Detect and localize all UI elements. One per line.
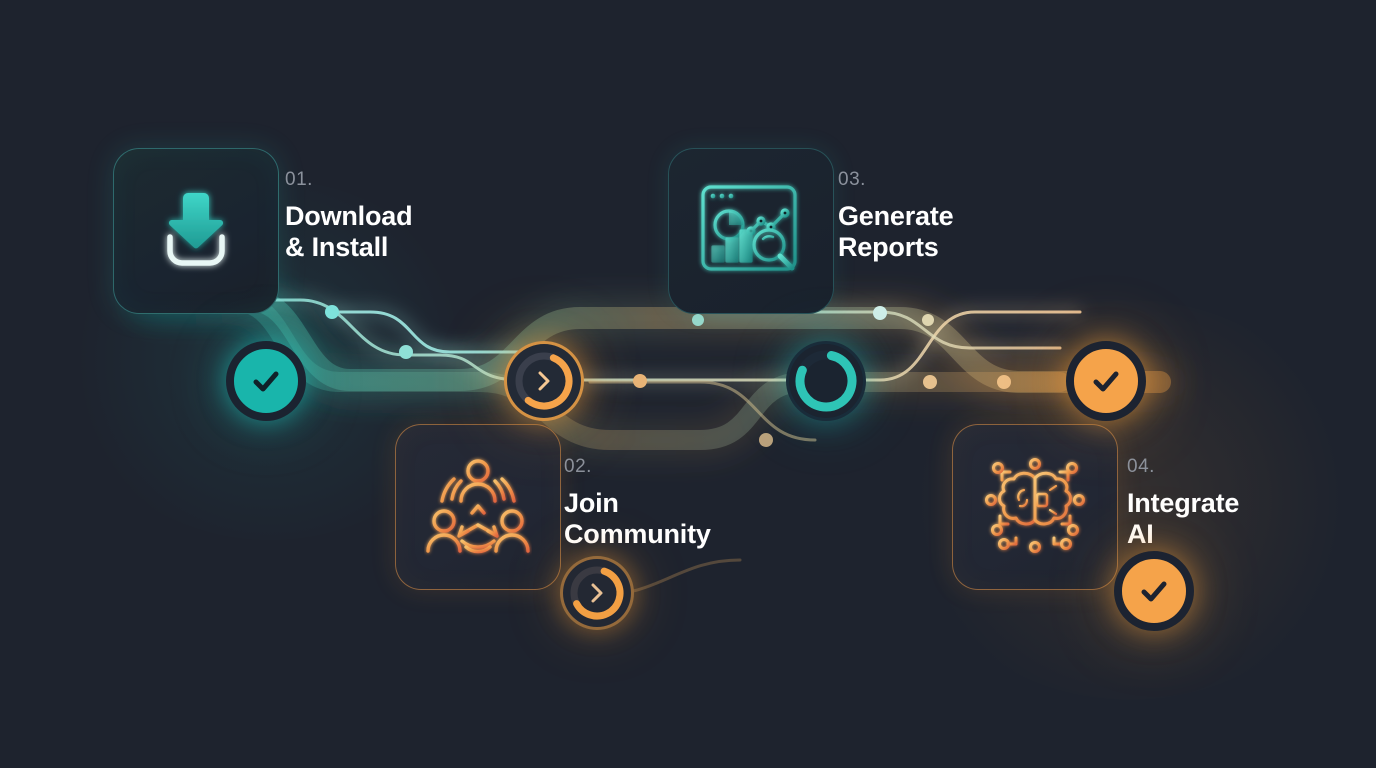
check-icon <box>1093 371 1119 392</box>
step-title-3: Generate Reports <box>838 201 954 263</box>
check-icon <box>1141 581 1167 602</box>
step-title-1: Download & Install <box>285 201 413 263</box>
step-card-integrate-ai[interactable] <box>952 424 1118 590</box>
step-title-4: Integrate AI <box>1127 488 1240 550</box>
progress-ring-icon <box>515 352 573 410</box>
node-complete-1[interactable] <box>226 341 306 421</box>
node-complete-3[interactable] <box>1114 551 1194 631</box>
check-icon <box>253 371 279 392</box>
step-label-1: 01. Download & Install <box>285 169 413 264</box>
step-card-generate-reports[interactable] <box>668 148 834 314</box>
analytics-dashboard-icon <box>701 185 797 271</box>
path-dot <box>922 314 934 326</box>
download-icon <box>167 193 225 266</box>
path-dot <box>997 375 1011 389</box>
path-dot <box>399 345 413 359</box>
step-number-4: 04. <box>1127 456 1155 477</box>
community-network-icon <box>426 459 530 554</box>
step-number-3: 03. <box>838 169 866 190</box>
path-dot <box>692 314 704 326</box>
chevron-right-icon <box>591 583 603 603</box>
chevron-right-icon <box>538 371 550 391</box>
step-label-3: 03. Generate Reports <box>838 169 954 264</box>
step-title-2: Join Community <box>564 488 711 550</box>
progress-ring-icon <box>795 350 857 412</box>
node-progress-2[interactable] <box>786 341 866 421</box>
step-card-download-install[interactable] <box>113 148 279 314</box>
step-label-4: 04. Integrate AI <box>1127 457 1239 551</box>
node-progress-1[interactable] <box>504 341 584 421</box>
path-dot <box>873 306 887 320</box>
progress-ring-icon <box>570 566 624 620</box>
step-number-1: 01. <box>285 169 313 190</box>
node-complete-2[interactable] <box>1066 341 1146 421</box>
step-label-2: 02. Join Community <box>564 457 711 551</box>
path-dot <box>325 305 339 319</box>
step-card-join-community[interactable] <box>395 424 561 590</box>
node-progress-3[interactable] <box>560 556 634 630</box>
path-dot <box>759 433 773 447</box>
ai-brain-circuit-icon <box>985 458 1085 553</box>
path-dot <box>923 375 937 389</box>
path-dot <box>633 374 647 388</box>
step-number-2: 02. <box>564 456 592 477</box>
